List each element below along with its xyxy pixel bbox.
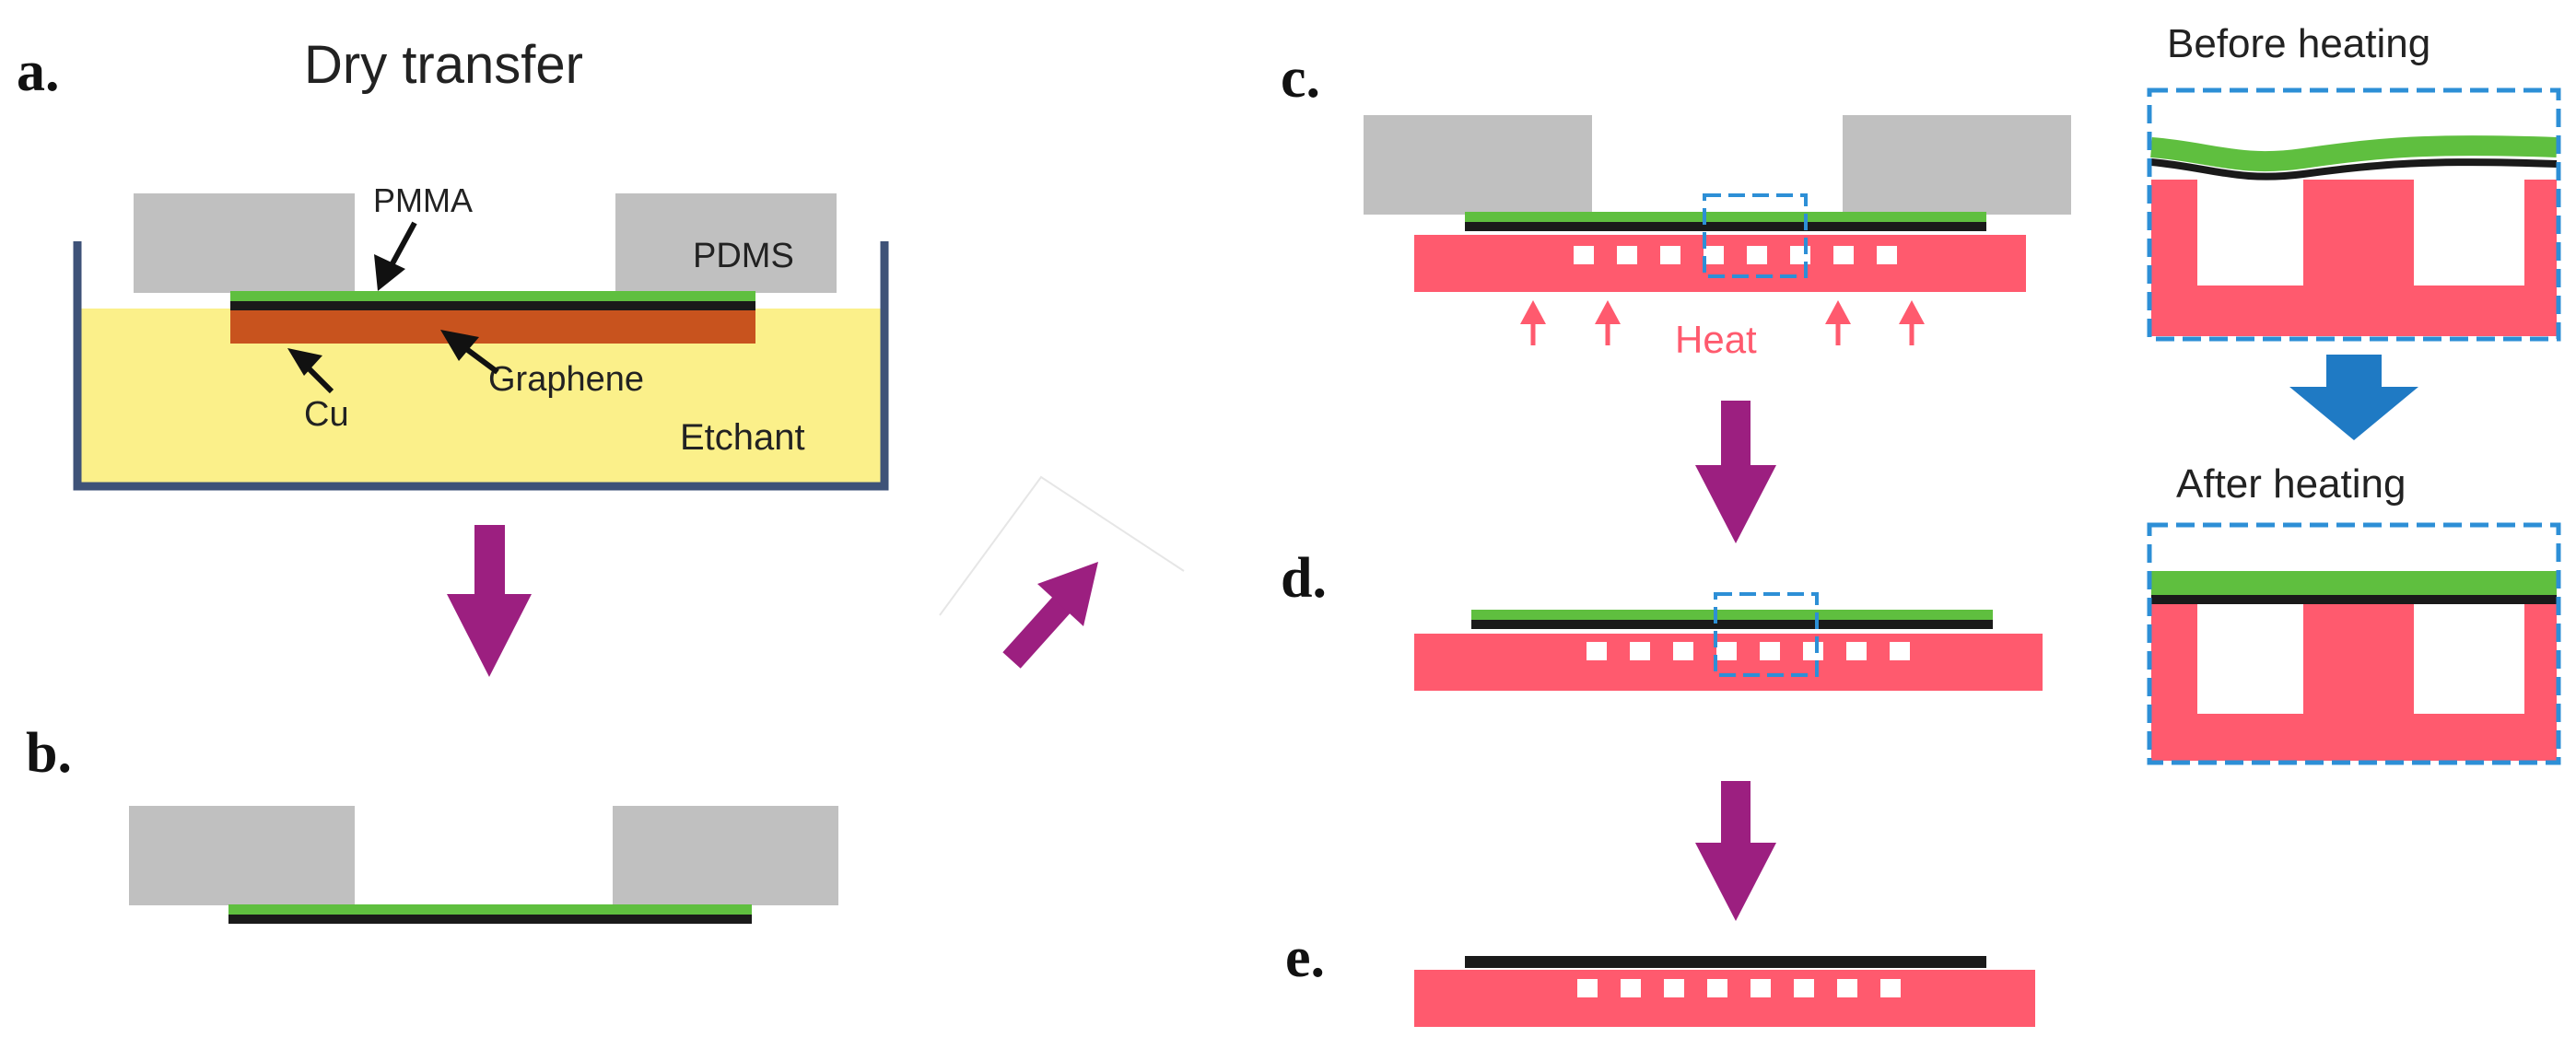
pmma-layer-d [1471, 610, 1993, 620]
pdms-block-left-c [1364, 115, 1592, 215]
arrow-box-outline [939, 475, 1185, 616]
after-inset-pmma [2151, 571, 2557, 595]
after-heating-inset: After heating [2147, 461, 2561, 765]
panel-b: b. [26, 722, 838, 924]
pdms-block-right-c [1843, 115, 2071, 215]
graphene-layer-b [228, 915, 752, 924]
after-heating-zoom-box [2147, 522, 2561, 765]
pmma-layer-c [1465, 212, 1986, 222]
panel-d-label: d. [1281, 547, 1327, 610]
process-arrow-d-to-e [1695, 781, 1776, 921]
before-inset-pmma-wavy [2150, 135, 2558, 172]
pdms-block-right-b [613, 806, 838, 905]
panel-d: d. [1281, 547, 2043, 691]
heat-arrows [1520, 300, 1925, 345]
pdms-block-left-b [129, 806, 355, 905]
etchant-label: Etchant [680, 417, 805, 458]
panel-c: c. Heat [1281, 47, 2071, 361]
before-inset-base [2151, 286, 2557, 336]
copper-foil [230, 310, 755, 344]
substrate-holes-e [1577, 979, 1901, 997]
substrate-holes-c [1574, 246, 1897, 264]
panel-a: a. Dry transfer PMMA PDMS Cu Graphene Et… [17, 35, 889, 491]
cu-pointer-arrow [287, 348, 334, 394]
before-heating-label: Before heating [2167, 21, 2430, 66]
before-inset-graphene-wavy [2150, 158, 2558, 181]
cu-label: Cu [304, 395, 349, 434]
heat-label: Heat [1675, 318, 1757, 361]
pdms-block-left [134, 193, 355, 293]
graphene-layer-e [1465, 956, 1986, 968]
graphene-label: Graphene [488, 360, 644, 399]
graphene-layer [230, 301, 755, 310]
substrate-e [1414, 970, 2035, 1027]
pmma-layer-b [228, 904, 752, 915]
graphene-layer-c [1465, 222, 1986, 231]
pdms-block-right [615, 193, 837, 293]
panel-b-label: b. [26, 722, 72, 785]
pmma-layer [230, 291, 755, 301]
after-inset-base [2151, 714, 2557, 761]
pdms-label: PDMS [693, 237, 794, 275]
zoom-box-c [1703, 193, 1808, 278]
graphene-pointer-arrow [440, 330, 499, 375]
panel-a-label: a. [17, 41, 60, 103]
panel-e: e. [1285, 927, 2035, 1027]
panel-a-title: Dry transfer [304, 35, 583, 95]
process-arrow-a-to-b [447, 525, 532, 677]
process-arrow-b-to-c [939, 475, 1185, 669]
substrate-holes-d [1587, 642, 1910, 660]
pmma-pointer-arrow [374, 221, 417, 291]
before-heating-inset: Before heating [2147, 21, 2561, 342]
process-arrow-c-to-d [1695, 401, 1776, 543]
graphene-layer-d [1471, 620, 1993, 629]
pmma-label: PMMA [373, 181, 473, 219]
beaker [73, 241, 889, 491]
zoom-box-d [1714, 592, 1819, 677]
panel-e-label: e. [1285, 927, 1325, 989]
before-heating-zoom-box [2147, 87, 2561, 342]
after-inset-graphene [2151, 595, 2557, 604]
after-heating-label: After heating [2176, 461, 2406, 507]
zoom-transition-arrow [2289, 355, 2418, 440]
panel-c-label: c. [1281, 47, 1320, 110]
